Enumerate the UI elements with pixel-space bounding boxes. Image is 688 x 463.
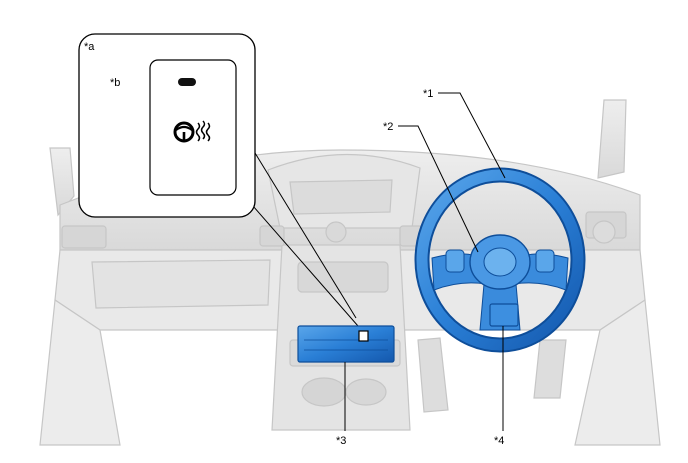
climate-control-panel	[297, 325, 395, 363]
callout-label-b: *b	[110, 77, 120, 89]
steering-wheel	[414, 167, 586, 353]
indicator-light-icon	[178, 78, 196, 86]
heated-steering-wheel-icon	[173, 120, 211, 143]
callout-label-2: *2	[383, 121, 393, 133]
callout-label-a: *a	[84, 41, 95, 53]
callout-label-4: *4	[494, 435, 504, 447]
steering-heater-ecu	[489, 303, 519, 327]
callout-label-1: *1	[423, 88, 433, 100]
inset-callout	[78, 33, 256, 218]
inset-leader-lines	[243, 134, 366, 335]
callout-label-3: *3	[336, 435, 346, 447]
heated-steering-switch	[358, 330, 369, 342]
steering-pad	[469, 234, 531, 290]
